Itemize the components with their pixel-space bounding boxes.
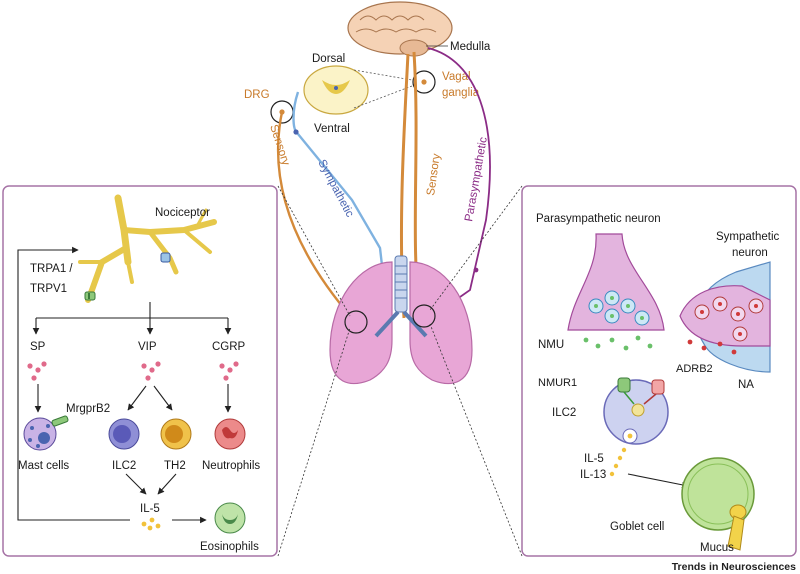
- neutrophil-cell-icon: [214, 418, 246, 450]
- il5-dots-icon: [141, 517, 161, 531]
- sensory-right-label: Sensory: [425, 153, 443, 197]
- ilc2-large-cell-icon: [603, 377, 669, 445]
- goblet-cell-label: Goblet cell: [610, 521, 664, 533]
- cytokine-dots-icon: [609, 447, 627, 477]
- vagal-ring: [412, 70, 436, 94]
- cell-arrows: [34, 384, 232, 413]
- th2-cell-icon: [160, 418, 192, 450]
- mrgprb2-label: MrgprB2: [66, 403, 110, 415]
- trpa1-label: TRPA1 /: [30, 263, 73, 275]
- vagal-label-1: Vagal: [442, 71, 471, 83]
- il5-right-label: IL-5: [584, 453, 604, 465]
- mast-cells-label: Mast cells: [18, 460, 69, 472]
- eosinophils-label: Eosinophils: [200, 541, 259, 553]
- ilc2-cell-icon: [108, 418, 140, 450]
- sympathetic-neuron-label-1: Sympathetic: [716, 231, 780, 243]
- journal-credit: Trends in Neurosciences: [672, 561, 796, 573]
- spinal-cord-icon: [303, 65, 369, 115]
- goblet-cell-icon: [681, 457, 755, 551]
- parasympathetic-node: [473, 267, 479, 273]
- sympathetic-node: [293, 129, 299, 135]
- medulla-label: Medulla: [450, 41, 491, 53]
- to-goblet-arrow: [627, 473, 689, 489]
- lungs-icon: [329, 255, 473, 384]
- sensory-fibre-left: [276, 111, 353, 319]
- eosinophil-cell-icon: [214, 502, 246, 534]
- sympathetic-terminal-icon: [679, 261, 771, 373]
- parasympathetic-fibre: [427, 47, 491, 319]
- right-lung-ring: [412, 304, 436, 328]
- neutrophils-label: Neutrophils: [202, 460, 260, 472]
- na-label: NA: [738, 379, 754, 391]
- nmur1-label: NMUR1: [538, 377, 577, 389]
- ventral-label: Ventral: [314, 123, 350, 135]
- ilc2-large-label: ILC2: [552, 407, 576, 419]
- sympathetic-neuron-label-2: neuron: [732, 247, 768, 259]
- zoom-lines-right: [429, 185, 523, 557]
- parasympathetic-neuron-label: Parasympathetic neuron: [536, 213, 661, 225]
- mucus-label: Mucus: [700, 542, 734, 554]
- parasympathetic-terminal-icon: [567, 233, 665, 351]
- zoom-lines-left: [277, 185, 351, 557]
- centre-anatomy: Medulla Dorsal Ventral DRG Vagal ganglia…: [244, 1, 523, 557]
- sympathetic-fibre: [292, 91, 390, 319]
- left-panel-border: [2, 185, 278, 557]
- trpv1-label: TRPV1: [30, 283, 67, 295]
- parasympathetic-label: Parasympathetic: [463, 136, 490, 223]
- cgrp-label: CGRP: [212, 341, 246, 353]
- nociceptor-label: Nociceptor: [155, 207, 210, 219]
- vagal-node: [421, 79, 427, 85]
- branch-arrows: [32, 302, 232, 335]
- sympathetic-label: Sympathetic: [315, 158, 355, 220]
- vip-dots-icon: [141, 361, 161, 381]
- sp-dots-icon: [27, 361, 47, 381]
- sp-label: SP: [30, 341, 46, 353]
- ilc2-label: ILC2: [112, 460, 136, 472]
- brain-icon: [347, 1, 453, 57]
- drg-label: DRG: [244, 89, 270, 101]
- dorsal-label: Dorsal: [312, 53, 345, 65]
- vagal-connector: [353, 69, 413, 109]
- il5-label: IL-5: [140, 503, 160, 515]
- trp-channel-icon: [84, 291, 96, 301]
- il13-label: IL-13: [580, 469, 606, 481]
- sensory-left-label: Sensory: [267, 123, 292, 167]
- mast-cell-icon: [23, 415, 69, 451]
- feedback-loop-arrow: [17, 246, 130, 521]
- left-panel: Nociceptor TRPA1 / TRPV1 SP VIP CGRP: [2, 185, 278, 557]
- th2-label: TH2: [164, 460, 186, 472]
- right-panel: Parasympathetic neuron Sympathetic neuro…: [521, 185, 797, 557]
- adrb2-label: ADRB2: [676, 363, 713, 375]
- cgrp-dots-icon: [219, 361, 239, 381]
- il5-arrows: [125, 473, 177, 495]
- receptor-channel-icon: [160, 252, 171, 263]
- nmu-label: NMU: [538, 339, 564, 351]
- vagal-label-2: ganglia: [442, 87, 480, 99]
- left-lung-ring: [344, 310, 368, 334]
- vip-label: VIP: [138, 341, 157, 353]
